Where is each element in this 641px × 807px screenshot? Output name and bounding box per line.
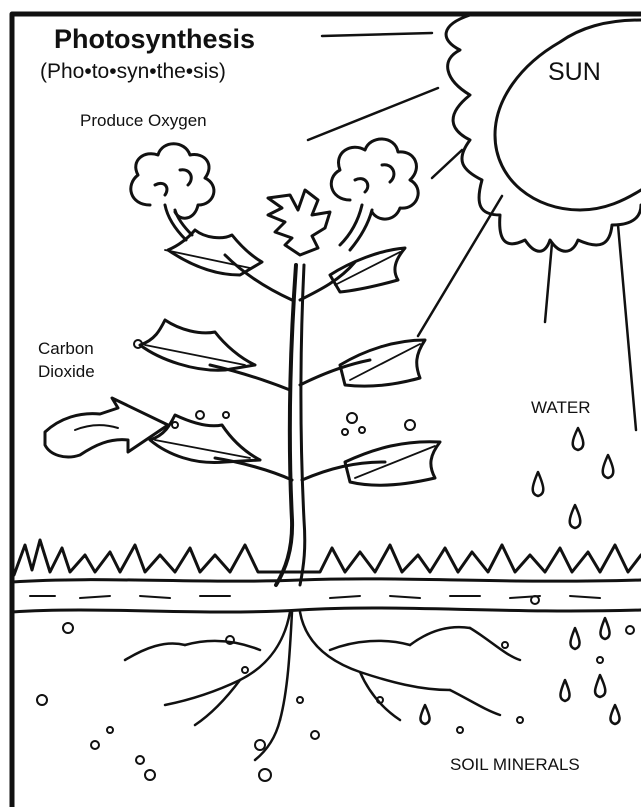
carbon-dioxide-arrow-icon — [45, 398, 168, 457]
leaf — [268, 190, 330, 255]
water-drop-icon — [533, 428, 614, 528]
oxygen-cloud-icon — [331, 139, 418, 250]
soil-mineral-icon — [37, 596, 634, 781]
oxygen-label: Produce Oxygen — [80, 111, 207, 131]
carbon-dioxide-line-2: Dioxide — [38, 361, 95, 384]
water-drop-icon — [420, 618, 619, 724]
sun-rays — [308, 33, 636, 430]
sun-label: SUN — [548, 58, 601, 87]
plant-icon — [140, 190, 440, 585]
air-bubbles — [134, 340, 415, 435]
leaf — [150, 415, 260, 463]
sun-icon — [446, 15, 641, 251]
diagram-subtitle: (Pho•to•syn•the•sis) — [40, 60, 226, 84]
diagram-title: Photosynthesis — [54, 24, 255, 55]
water-label: WATER — [531, 398, 591, 418]
roots-icon — [125, 612, 520, 760]
grass-icon — [14, 540, 641, 575]
carbon-dioxide-line-1: Carbon — [38, 338, 95, 361]
oxygen-cloud-icon — [131, 144, 214, 240]
ground-band — [12, 579, 641, 612]
soil-minerals-label: SOIL MINERALS — [450, 755, 580, 775]
carbon-dioxide-label: Carbon Dioxide — [38, 338, 95, 384]
